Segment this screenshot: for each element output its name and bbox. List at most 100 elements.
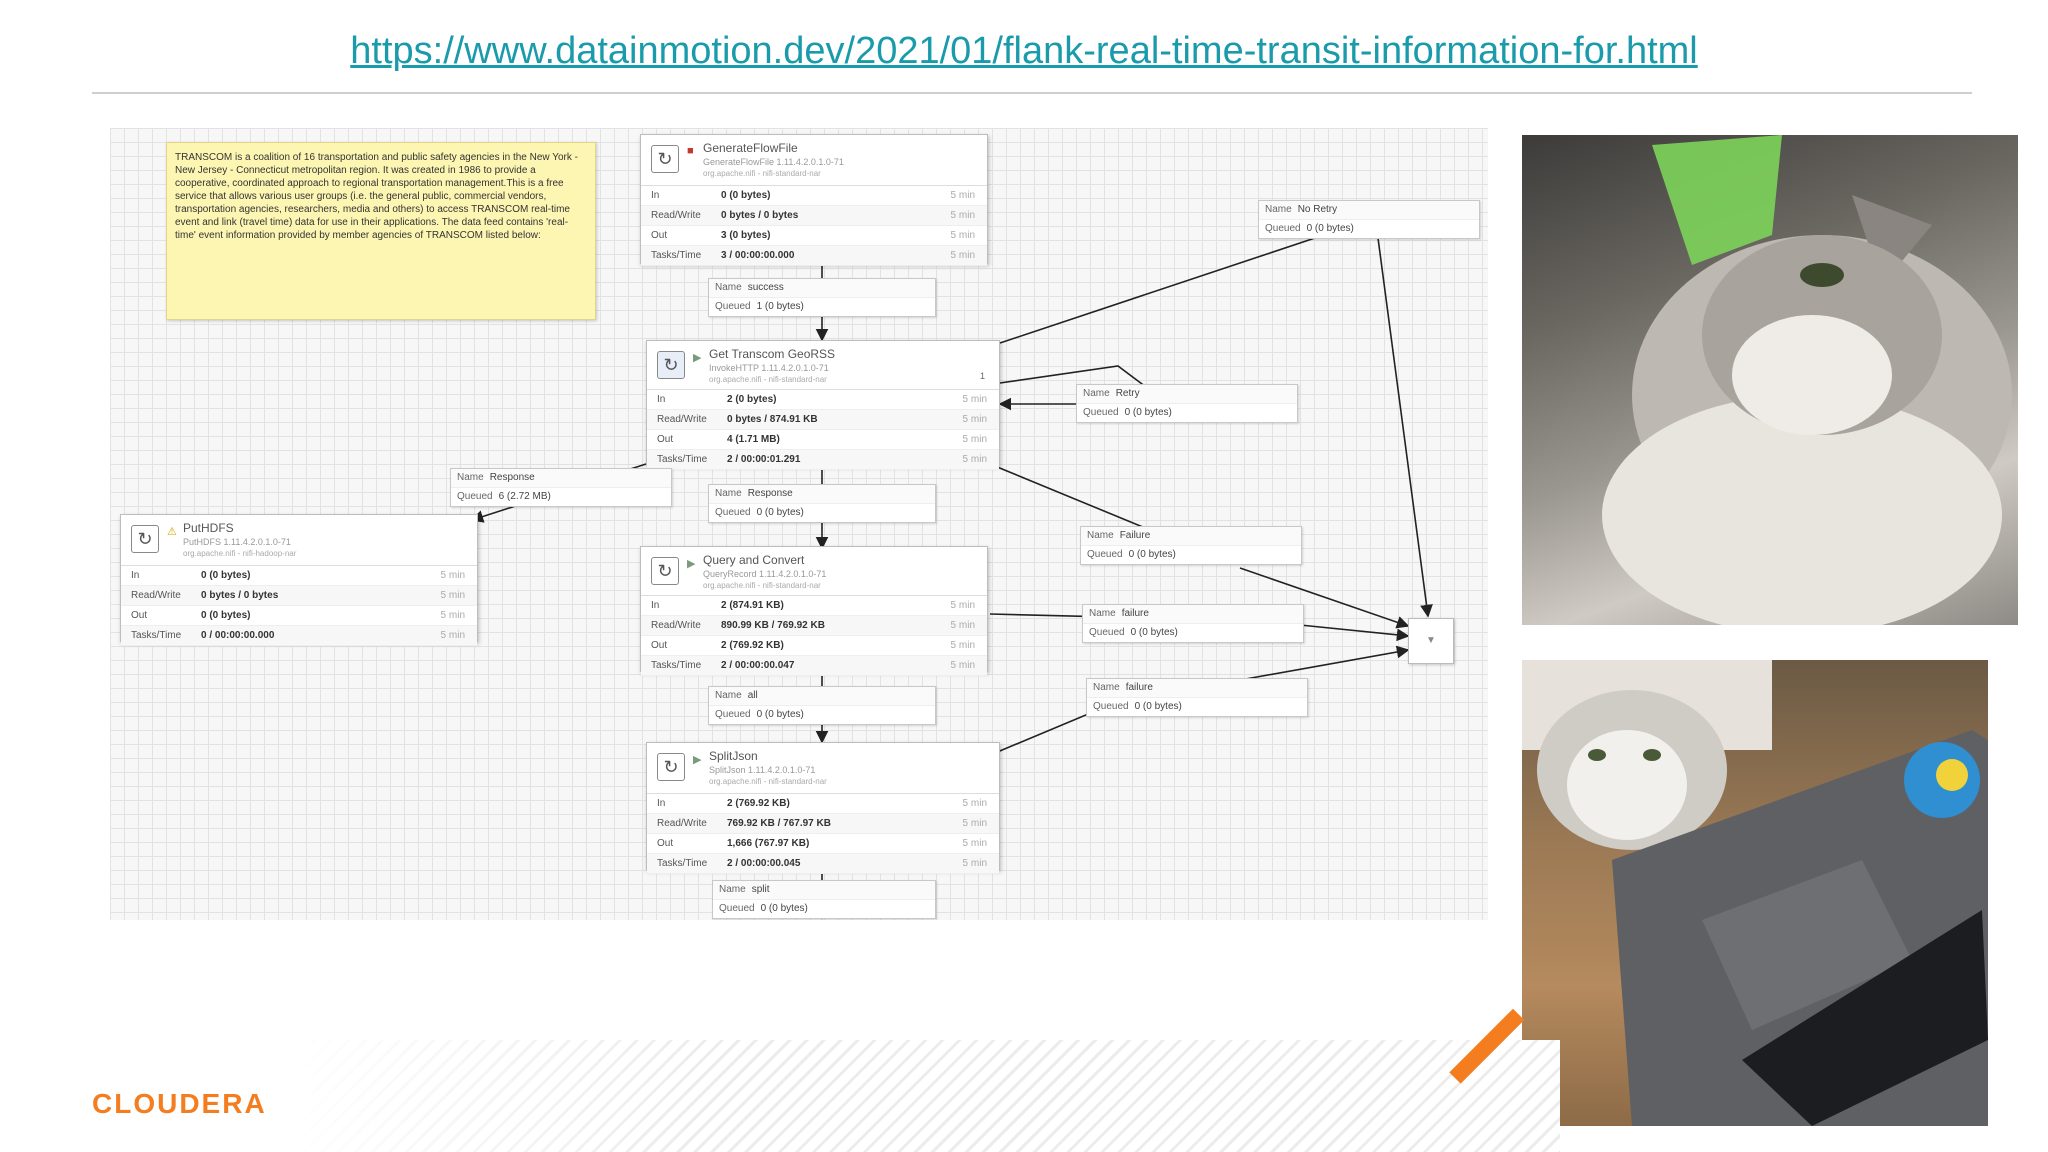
processor-puthdfs[interactable]: ↻ ⚠ PutHDFS PutHDFS 1.11.4.2.0.1.0-71 or… (120, 514, 478, 646)
conn-name: success (747, 282, 784, 293)
processor-name: PutHDFS (183, 521, 234, 535)
cat-photo-top (1522, 135, 2018, 625)
stat-window: 5 min (950, 210, 975, 221)
stat-window: 5 min (962, 818, 987, 829)
conn-queued: 0 (0 bytes) (756, 507, 804, 518)
stat-value: 2 / 00:00:01.291 (727, 454, 801, 465)
stat-label: Tasks/Time (657, 454, 708, 465)
stat-label: Read/Write (651, 210, 701, 221)
processor-refresh-icon: ↻ (651, 145, 679, 173)
article-url-link[interactable]: https://www.datainmotion.dev/2021/01/fla… (350, 30, 1698, 72)
processor-refresh-icon: ↻ (131, 525, 159, 553)
processor-name: GenerateFlowFile (703, 141, 798, 155)
stat-value: 769.92 KB / 767.97 KB (727, 818, 831, 829)
processor-name: SplitJson (709, 749, 758, 763)
processor-type: GenerateFlowFile 1.11.4.2.0.1.0-71 (703, 157, 844, 167)
running-status-icon: ▶ (693, 754, 702, 766)
nifi-flow-canvas: TRANSCOM is a coalition of 16 transporta… (110, 128, 1488, 920)
processor-header: ↻ ■ GenerateFlowFile GenerateFlowFile 1.… (641, 135, 987, 186)
conn-name: all (747, 690, 758, 701)
conn-name: Response (747, 488, 793, 499)
stat-value: 3 (0 bytes) (721, 230, 771, 241)
stat-label: In (657, 394, 666, 405)
stat-value: 2 (874.91 KB) (721, 600, 784, 611)
cloudera-logo: CLOUDERA (92, 1088, 267, 1119)
conn-queued: 1 (0 bytes) (756, 301, 804, 312)
stopped-status-icon: ■ (687, 145, 694, 157)
conn-label: Queued (719, 903, 755, 914)
processor-type: InvokeHTTP 1.11.4.2.0.1.0-71 (709, 363, 829, 373)
conn-label: Name (715, 488, 742, 499)
processor-query-and-convert[interactable]: ↻ ▶ Query and Convert QueryRecord 1.11.4… (640, 546, 988, 676)
conn-label: Queued (1083, 407, 1119, 418)
conn-queued: 6 (2.72 MB) (498, 491, 551, 502)
processor-type: QueryRecord 1.11.4.2.0.1.0-71 (703, 569, 827, 579)
processor-get-transcom-georss[interactable]: ↻ ▶ Get Transcom GeoRSS InvokeHTTP 1.11.… (646, 340, 1000, 470)
conn-label: Name (719, 884, 746, 895)
stat-value: 0 (0 bytes) (201, 570, 251, 581)
processor-bundle: org.apache.nifi - nifi-standard-nar (703, 169, 821, 178)
header-divider (92, 92, 1972, 94)
laptop-illustration (1522, 660, 1988, 1126)
conn-name: Failure (1119, 530, 1151, 541)
funnel-icon[interactable]: ▼ (1408, 618, 1454, 664)
warning-status-icon: ⚠ (167, 526, 177, 538)
stat-label: Read/Write (651, 620, 701, 631)
stat-window: 5 min (962, 858, 987, 869)
stat-value: 890.99 KB / 769.92 KB (721, 620, 825, 631)
stat-label: Read/Write (131, 590, 181, 601)
stat-value: 2 (769.92 KB) (727, 798, 790, 809)
conn-queued: 0 (0 bytes) (1306, 223, 1354, 234)
stat-window: 5 min (950, 660, 975, 671)
stat-window: 5 min (950, 620, 975, 631)
connection-queued-row: Queued 0 (0 bytes) (1259, 220, 1479, 238)
stat-value: 0 bytes / 874.91 KB (727, 414, 818, 425)
conn-label: Name (1093, 682, 1120, 693)
conn-label: Queued (1093, 701, 1129, 712)
stat-value: 2 / 00:00:00.047 (721, 660, 795, 671)
processor-bundle: org.apache.nifi - nifi-hadoop-nar (183, 549, 297, 558)
cat-and-laptop-photo (1522, 660, 1988, 1126)
stat-row-readwrite: Read/Write 0 bytes / 0 bytes 5 min (641, 206, 987, 226)
active-thread-badge: 1 (979, 371, 985, 381)
stat-label: Out (651, 230, 668, 241)
stat-label: Out (657, 434, 674, 445)
conn-label: Name (457, 472, 484, 483)
processor-bundle: org.apache.nifi - nifi-standard-nar (703, 581, 821, 590)
running-status-icon: ▶ (693, 352, 702, 364)
stat-window: 5 min (950, 190, 975, 201)
stat-window: 5 min (950, 230, 975, 241)
processor-splitjson[interactable]: ↻ ▶ SplitJson SplitJson 1.11.4.2.0.1.0-7… (646, 742, 1000, 874)
stat-label: Out (657, 838, 674, 849)
conn-label: Queued (1089, 627, 1125, 638)
processor-generateflowfile[interactable]: ↻ ■ GenerateFlowFile GenerateFlowFile 1.… (640, 134, 988, 266)
conn-label: Name (1265, 204, 1292, 215)
conn-name: split (751, 884, 770, 895)
processor-header: ↻ ⚠ PutHDFS PutHDFS 1.11.4.2.0.1.0-71 or… (121, 515, 477, 566)
conn-name: failure (1121, 608, 1149, 619)
conn-name: Retry (1115, 388, 1140, 399)
conn-queued: 0 (0 bytes) (1134, 701, 1182, 712)
connection-name-row: Name Response (709, 485, 935, 504)
conn-label: Queued (1265, 223, 1301, 234)
stat-value: 0 bytes / 0 bytes (721, 210, 799, 221)
